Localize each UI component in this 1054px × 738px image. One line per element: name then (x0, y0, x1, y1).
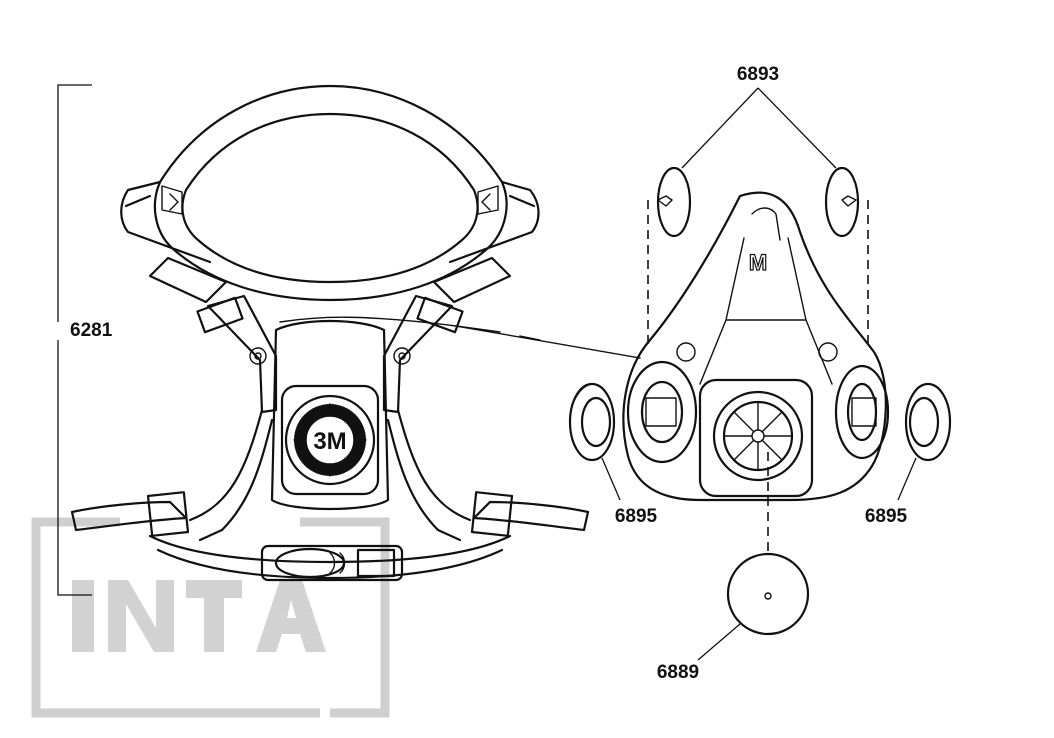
inhalation-gaskets-drawing (568, 382, 952, 501)
harness-to-facepiece-line (279, 316, 641, 359)
callout-6895-left: 6895 (615, 506, 658, 527)
callout-6889: 6889 (657, 662, 699, 683)
dash-connector (455, 325, 541, 341)
callout-6893: 6893 (737, 64, 779, 85)
exhalation-valve-drawing (697, 452, 810, 661)
facepiece-m-mark: M (749, 250, 767, 275)
neck-strap-drawing (70, 491, 590, 582)
respirator-3m-logo: 3M (313, 428, 346, 455)
callout-6895-right: 6895 (865, 506, 908, 527)
head-harness-drawing (120, 84, 540, 542)
harness-bracket (57, 84, 92, 596)
callout-6281: 6281 (70, 320, 113, 341)
inta-watermark (31, 517, 390, 718)
inhalation-valves-drawing (647, 87, 869, 344)
half-facepiece-drawing (622, 191, 890, 502)
